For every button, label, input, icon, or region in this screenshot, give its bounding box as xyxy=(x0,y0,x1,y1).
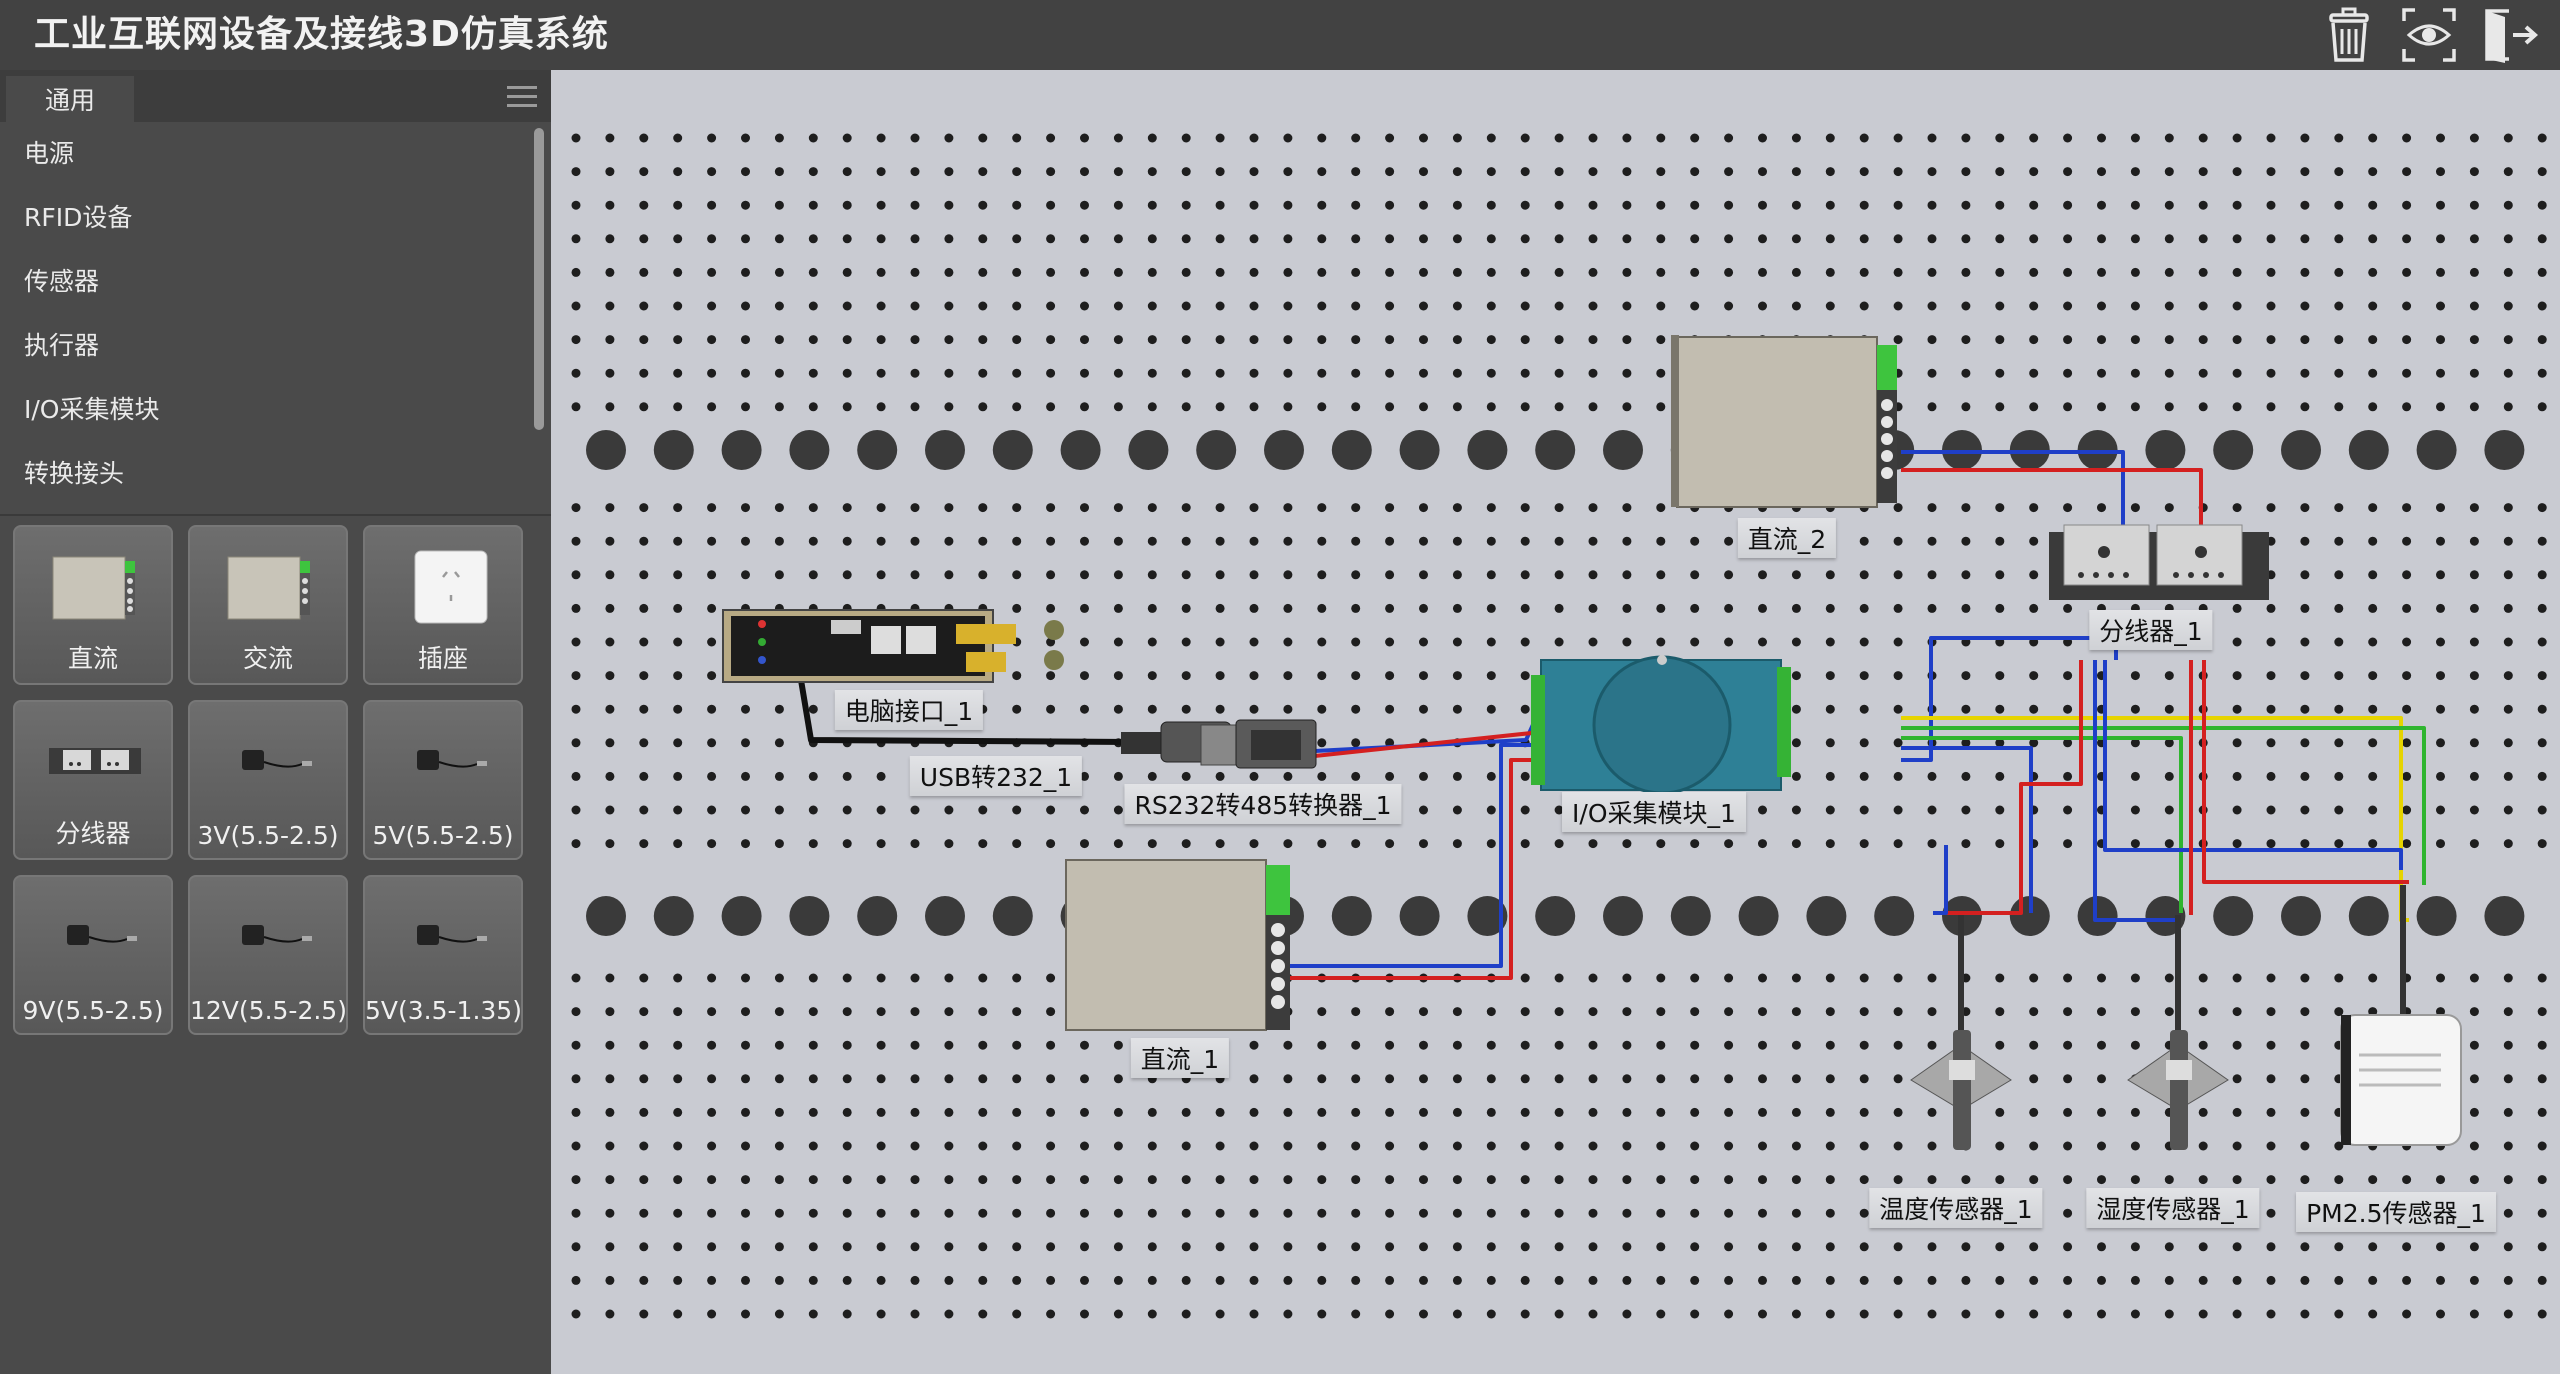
category-rfid[interactable]: RFID设备 xyxy=(24,203,133,232)
palette-label: 5V(5.5-2.5) xyxy=(372,821,514,850)
palette-item-adapter-9v[interactable]: 9V(5.5-2.5) xyxy=(13,875,173,1035)
palette-label: 9V(5.5-2.5) xyxy=(22,996,164,1025)
exit-icon xyxy=(2485,9,2539,63)
menu-icon[interactable] xyxy=(505,80,539,114)
tab-general[interactable]: 通用 xyxy=(6,76,134,122)
wire-pm25-positive xyxy=(2202,660,2409,884)
palette-item-adapter-12v[interactable]: 12V(5.5-2.5) xyxy=(188,875,348,1035)
category-list: 电源 RFID设备 传感器 执行器 I/O采集模块 转换接头 xyxy=(0,122,534,512)
temperature-sensor-1[interactable] xyxy=(1910,915,2012,1150)
dc-power-2[interactable] xyxy=(1671,335,1897,508)
splitter-icon xyxy=(49,748,141,774)
adapter-icon xyxy=(242,925,312,945)
pm25-sensor-1[interactable] xyxy=(2340,885,2462,1146)
pegboard xyxy=(571,133,2547,1319)
palette-item-socket[interactable]: 插座 xyxy=(363,525,523,685)
category-actuator[interactable]: 执行器 xyxy=(24,331,100,360)
dc-power-1[interactable] xyxy=(1065,859,1290,1031)
wire-temp-positive xyxy=(1941,660,2083,915)
ac-power-icon xyxy=(227,556,310,620)
wire-dc1-positive xyxy=(1281,758,1536,980)
label-splitter: 分线器_1 xyxy=(2089,610,2213,650)
label-usb: USB转232_1 xyxy=(909,756,1083,796)
title-bar: 工业互联网设备及接线3D仿真系统 xyxy=(0,0,2560,70)
rs232-to-485-1[interactable] xyxy=(1200,719,1317,769)
splitter-1[interactable] xyxy=(2049,524,2269,600)
wire-dc1-negative xyxy=(1281,743,1536,968)
category-adapter[interactable]: 转换接头 xyxy=(24,459,125,488)
wire-hum-negative xyxy=(2093,660,2181,922)
label-dc1: 直流_1 xyxy=(1130,1038,1230,1078)
palette-label: 3V(5.5-2.5) xyxy=(197,821,339,850)
io-module-1[interactable] xyxy=(1531,655,1791,795)
adapter-icon xyxy=(67,925,137,945)
palette-label: 插座 xyxy=(417,644,468,673)
wire-pm25-negative xyxy=(2103,660,2403,870)
wire-dc2-positive xyxy=(1901,468,2203,532)
adapter-icon xyxy=(242,750,312,770)
palette-item-ac[interactable]: 交流 xyxy=(188,525,348,685)
component-sidebar: 通用 电源 RFID设备 传感器 执行器 I/O采集模块 转换接头 直流 交流 xyxy=(0,70,551,1374)
category-power[interactable]: 电源 xyxy=(24,139,75,168)
adapter-icon xyxy=(417,750,487,770)
label-io: I/O采集模块_1 xyxy=(1562,792,1746,832)
wiring-canvas[interactable]: 直流_2 分线器_1 电脑接口_1 USB转232_1 RS232转485转换器… xyxy=(551,70,2560,1374)
adapter-icon xyxy=(417,925,487,945)
palette-item-adapter-3v[interactable]: 3V(5.5-2.5) xyxy=(188,700,348,860)
wire-temp-signal xyxy=(1901,746,2033,913)
wire-dc2-negative xyxy=(1901,450,2125,530)
wire-splitter-io-negative xyxy=(1901,636,2104,762)
app-title: 工业互联网设备及接线3D仿真系统 xyxy=(34,14,609,55)
label-temp-sensor: 温度传感器_1 xyxy=(1869,1188,2043,1228)
wires xyxy=(788,450,2426,980)
palette-label: 交流 xyxy=(242,644,293,673)
label-rs232: RS232转485转换器_1 xyxy=(1124,784,1402,824)
palette-label: 5V(3.5-1.35) xyxy=(365,996,522,1025)
wire-pm25-signal-b xyxy=(1901,726,2426,885)
dc-power-icon xyxy=(52,556,135,620)
label-humidity-sensor: 湿度传感器_1 xyxy=(2086,1188,2260,1228)
palette-item-dc[interactable]: 直流 xyxy=(13,525,173,685)
socket-icon xyxy=(414,550,488,624)
humidity-sensor-1[interactable] xyxy=(2127,915,2229,1150)
sidebar-tabstrip: 通用 xyxy=(0,70,551,122)
palette-item-adapter-5v-small[interactable]: 5V(3.5-1.35) xyxy=(363,875,523,1035)
label-dc2: 直流_2 xyxy=(1737,518,1837,558)
eye-icon xyxy=(2402,8,2456,62)
pc-interface-1[interactable] xyxy=(722,609,1064,683)
palette-label: 分线器 xyxy=(55,819,131,848)
category-sensor[interactable]: 传感器 xyxy=(24,267,100,296)
preview-button[interactable] xyxy=(2392,0,2466,70)
palette-item-adapter-5v[interactable]: 5V(5.5-2.5) xyxy=(363,700,523,860)
pegboard-holes xyxy=(571,133,2547,1319)
delete-button[interactable] xyxy=(2312,0,2386,70)
palette-item-splitter[interactable]: 分线器 xyxy=(13,700,173,860)
palette-label: 直流 xyxy=(67,644,118,673)
wire-hum-signal xyxy=(1901,736,2183,913)
sidebar-divider xyxy=(0,514,551,516)
wire-rs485-b xyxy=(1295,730,1542,760)
label-pc: 电脑接口_1 xyxy=(834,690,984,730)
category-io-module[interactable]: I/O采集模块 xyxy=(24,395,160,424)
category-scrollbar[interactable] xyxy=(534,128,544,430)
trash-icon xyxy=(2329,7,2369,62)
palette-label: 12V(5.5-2.5) xyxy=(190,996,347,1025)
wire-temp-negative xyxy=(1933,845,1948,915)
label-pm25-sensor: PM2.5传感器_1 xyxy=(2296,1192,2496,1232)
exit-button[interactable] xyxy=(2472,0,2546,70)
